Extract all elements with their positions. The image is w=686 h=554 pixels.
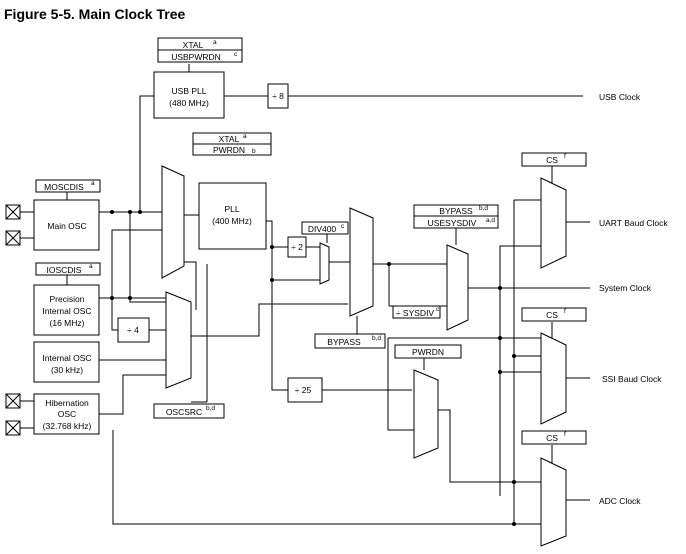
div400-label: DIV400 c — [301, 221, 349, 235]
div400-mux — [319, 242, 330, 285]
svg-text:OSC: OSC — [58, 409, 76, 419]
hibernation-osc-block: Hibernation OSC (32.768 kHz) — [33, 393, 100, 435]
bypass-mid-label: BYPASS b,d — [314, 333, 386, 349]
ssi-baud-mux — [540, 332, 567, 425]
svg-text:a: a — [89, 263, 93, 270]
usb-pll-control-label: XTAL a USBPWRDN c — [157, 37, 243, 63]
svg-text:a,d: a,d — [486, 217, 495, 224]
svg-text:Main OSC: Main OSC — [47, 221, 86, 231]
cs-uart-label: CS f — [521, 152, 587, 167]
internal-osc-block: Internal OSC (30 kHz) — [33, 341, 100, 383]
svg-text:USB PLL: USB PLL — [172, 86, 207, 96]
svg-text:XTAL: XTAL — [183, 40, 204, 50]
svg-text:PWRDN: PWRDN — [412, 347, 444, 357]
wires — [30, 64, 590, 525]
svg-text:c: c — [341, 223, 345, 230]
svg-text:÷ 8: ÷ 8 — [272, 91, 284, 101]
svg-text:f: f — [564, 431, 566, 438]
svg-text:(480 MHz): (480 MHz) — [169, 98, 209, 108]
svg-text:PLL: PLL — [224, 204, 239, 214]
precision-internal-osc-block: Precision Internal OSC (16 MHz) — [33, 284, 100, 336]
usb-pll-block: USB PLL (480 MHz) — [153, 71, 225, 119]
svg-text:Internal OSC: Internal OSC — [42, 353, 91, 363]
svg-text:USESYSDIV: USESYSDIV — [428, 218, 477, 228]
svg-text:IOSCDIS: IOSCDIS — [47, 265, 82, 275]
bypass-mux — [349, 207, 374, 317]
svg-text:c: c — [436, 306, 440, 313]
osc-source-mux — [165, 291, 192, 389]
divide-by-2-block: ÷ 2 — [287, 236, 307, 258]
svg-text:USBPWRDN: USBPWRDN — [171, 52, 221, 62]
sysdiv-control-label: BYPASS b,d USESYSDIV a,d — [413, 204, 499, 229]
svg-text:b,d: b,d — [372, 335, 381, 342]
moscdis-label: MOSCDIS a — [35, 179, 101, 193]
adc-clock-label: ADC Clock — [599, 496, 641, 506]
oscsrc-label: OSCSRC b,d — [153, 403, 225, 419]
svg-text:BYPASS: BYPASS — [327, 337, 361, 347]
cs-ssi-label: CS f — [521, 307, 587, 322]
divide-by-25-block: ÷ 25 — [287, 377, 323, 403]
svg-text:f: f — [564, 153, 566, 160]
svg-text:b,d: b,d — [206, 405, 215, 412]
svg-text:Precision: Precision — [50, 294, 85, 304]
pll-control-label: XTAL a PWRDN b — [192, 132, 272, 156]
svg-text:MOSCDIS: MOSCDIS — [44, 182, 84, 192]
ioscdis-label: IOSCDIS a — [35, 262, 101, 276]
svg-text:PWRDN: PWRDN — [213, 145, 245, 155]
cs-adc-label: CS f — [521, 430, 587, 445]
divide-by-4-block: ÷ 4 — [117, 317, 150, 343]
svg-text:XTAL: XTAL — [219, 134, 240, 144]
svg-text:÷ SYSDIV: ÷ SYSDIV — [396, 308, 435, 318]
svg-text:÷ 4: ÷ 4 — [127, 325, 139, 335]
svg-text:Internal OSC: Internal OSC — [42, 306, 91, 316]
svg-text:CS: CS — [546, 433, 558, 443]
ssi-baud-clock-label: SSI Baud Clock — [602, 374, 662, 384]
svg-text:b: b — [252, 148, 256, 155]
svg-text:c: c — [234, 51, 238, 58]
pwrdn-adc-label: PWRDN — [394, 344, 462, 359]
svg-text:b,d: b,d — [479, 205, 488, 212]
svg-text:a: a — [91, 180, 95, 187]
svg-text:(400 MHz): (400 MHz) — [212, 216, 252, 226]
figure-title: Figure 5-5. Main Clock Tree — [4, 6, 185, 22]
main-osc-block: Main OSC — [33, 199, 100, 251]
svg-text:BYPASS: BYPASS — [439, 206, 473, 216]
divide-by-8-block: ÷ 8 — [267, 83, 289, 109]
svg-text:CS: CS — [546, 155, 558, 165]
pll-block: PLL (400 MHz) — [198, 182, 267, 250]
adc-source-mux — [413, 369, 439, 459]
svg-text:(30 kHz): (30 kHz) — [51, 365, 83, 375]
svg-text:÷ 2: ÷ 2 — [291, 242, 303, 252]
svg-text:a: a — [243, 133, 247, 140]
pll-input-mux — [161, 165, 185, 279]
usb-clock-label: USB Clock — [599, 92, 641, 102]
system-clock-label: System Clock — [599, 283, 652, 293]
adc-clock-mux — [540, 457, 567, 547]
svg-text:DIV400: DIV400 — [308, 224, 337, 234]
hibernation-osc-pin-icons — [5, 393, 34, 436]
svg-text:CS: CS — [546, 310, 558, 320]
uart-baud-clock-label: UART Baud Clock — [599, 218, 668, 228]
system-clock-mux — [446, 244, 469, 331]
svg-text:OSCSRC: OSCSRC — [166, 407, 202, 417]
svg-text:(32.768 kHz): (32.768 kHz) — [43, 421, 92, 431]
svg-text:a: a — [213, 39, 217, 46]
sysdiv-block: ÷ SYSDIV c — [392, 305, 441, 319]
junction-dots — [110, 210, 516, 526]
svg-text:(16 MHz): (16 MHz) — [50, 318, 85, 328]
svg-text:÷ 25: ÷ 25 — [295, 385, 312, 395]
uart-baud-mux — [540, 177, 567, 269]
main-osc-pin-icons — [5, 204, 34, 246]
svg-text:Hibernation: Hibernation — [45, 398, 89, 408]
svg-text:f: f — [564, 308, 566, 315]
